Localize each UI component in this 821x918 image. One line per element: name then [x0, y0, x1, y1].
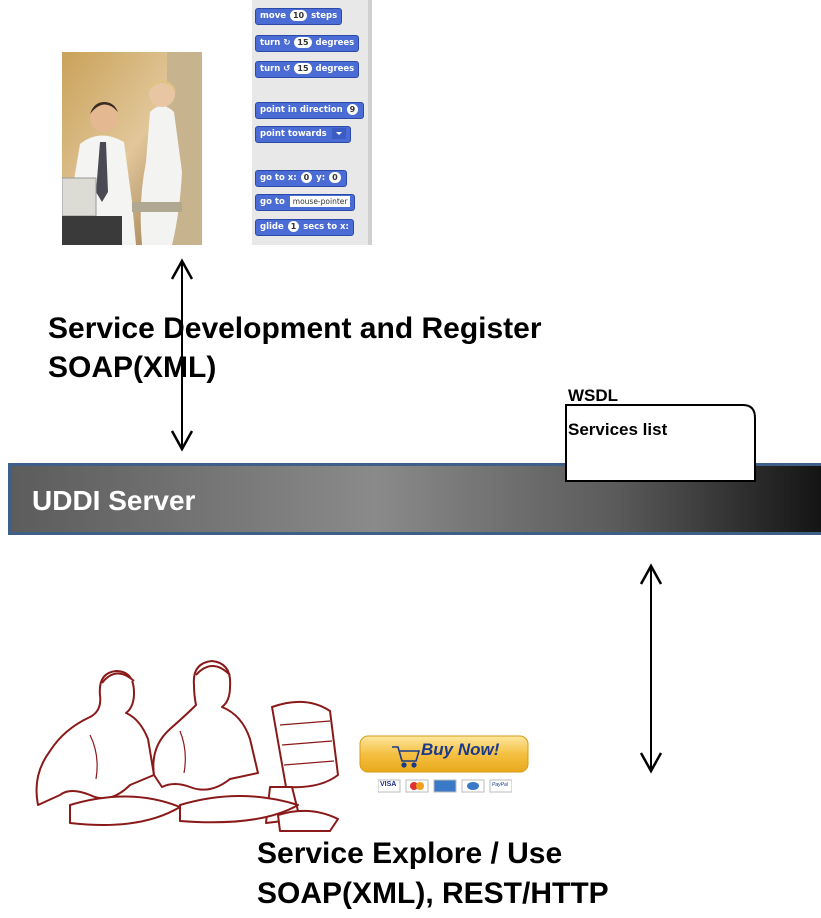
go-to-xy-block[interactable]: go to x: 0 y: 0	[255, 170, 347, 187]
block-text: go to	[260, 197, 285, 207]
use-label-line1: Service Explore / Use	[257, 837, 563, 870]
go-to-block[interactable]: go to mouse-pointer	[255, 194, 356, 211]
dev-label-line2: SOAP(XML)	[48, 351, 217, 384]
rotate-left-icon: ↺	[283, 64, 291, 74]
block-text: steps	[311, 11, 338, 21]
paypal-card: PayPal	[492, 782, 508, 788]
use-label-line2: SOAP(XML), REST/HTTP	[257, 877, 609, 910]
buy-now-button[interactable]	[358, 733, 530, 789]
block-text: y:	[316, 173, 326, 183]
explore-double-arrow	[639, 563, 663, 774]
block-text: point in direction	[260, 105, 343, 115]
move-steps-block[interactable]: move 10 steps	[255, 8, 343, 25]
wsdl-document-shape	[565, 404, 756, 482]
block-text: turn	[260, 64, 281, 74]
block-value[interactable]: 1	[287, 221, 300, 232]
users-at-computers-clipart	[35, 660, 339, 832]
rotate-right-icon: ↻	[283, 38, 291, 48]
block-text: go to x:	[260, 173, 297, 183]
visa-card: VISA	[380, 781, 397, 788]
developers-photo	[62, 52, 202, 245]
block-value[interactable]: 15	[294, 37, 312, 48]
block-text: degrees	[315, 64, 355, 74]
register-double-arrow	[170, 258, 194, 452]
dev-label-line1: Service Development and Register	[48, 312, 542, 345]
wsdl-services-list: Services list	[568, 420, 668, 439]
block-text: turn	[260, 38, 281, 48]
block-text: glide	[260, 222, 284, 232]
block-value[interactable]: 0	[329, 172, 341, 183]
block-dropdown[interactable]: mouse-pointer	[289, 196, 351, 207]
block-text: secs to x:	[303, 222, 349, 232]
shopping-cart-icon	[392, 746, 421, 768]
turn-right-block[interactable]: turn ↻ 15 degrees	[255, 35, 360, 52]
glide-block[interactable]: glide 1 secs to x:	[255, 219, 354, 236]
code-blocks-palette: move 10 steps turn ↻ 15 degrees turn ↺ 1…	[252, 0, 372, 245]
dropdown-arrow-icon[interactable]	[331, 128, 346, 139]
turn-left-block[interactable]: turn ↺ 15 degrees	[255, 61, 360, 78]
block-value[interactable]: 9	[346, 104, 359, 115]
point-in-direction-block[interactable]: point in direction 9	[255, 102, 365, 119]
payment-cards: VISA PayPal	[378, 779, 512, 793]
block-value[interactable]: 0	[300, 172, 313, 183]
block-text: move	[260, 11, 287, 21]
buy-now-label[interactable]: Buy Now!	[421, 740, 500, 759]
point-towards-block[interactable]: point towards	[255, 126, 351, 143]
uddi-server-label: UDDI Server	[32, 485, 196, 516]
block-text: point towards	[260, 129, 327, 139]
block-value[interactable]: 15	[294, 63, 312, 74]
block-value[interactable]: 10	[289, 10, 308, 21]
wsdl-title: WSDL	[568, 386, 619, 405]
block-text: degrees	[315, 38, 355, 48]
